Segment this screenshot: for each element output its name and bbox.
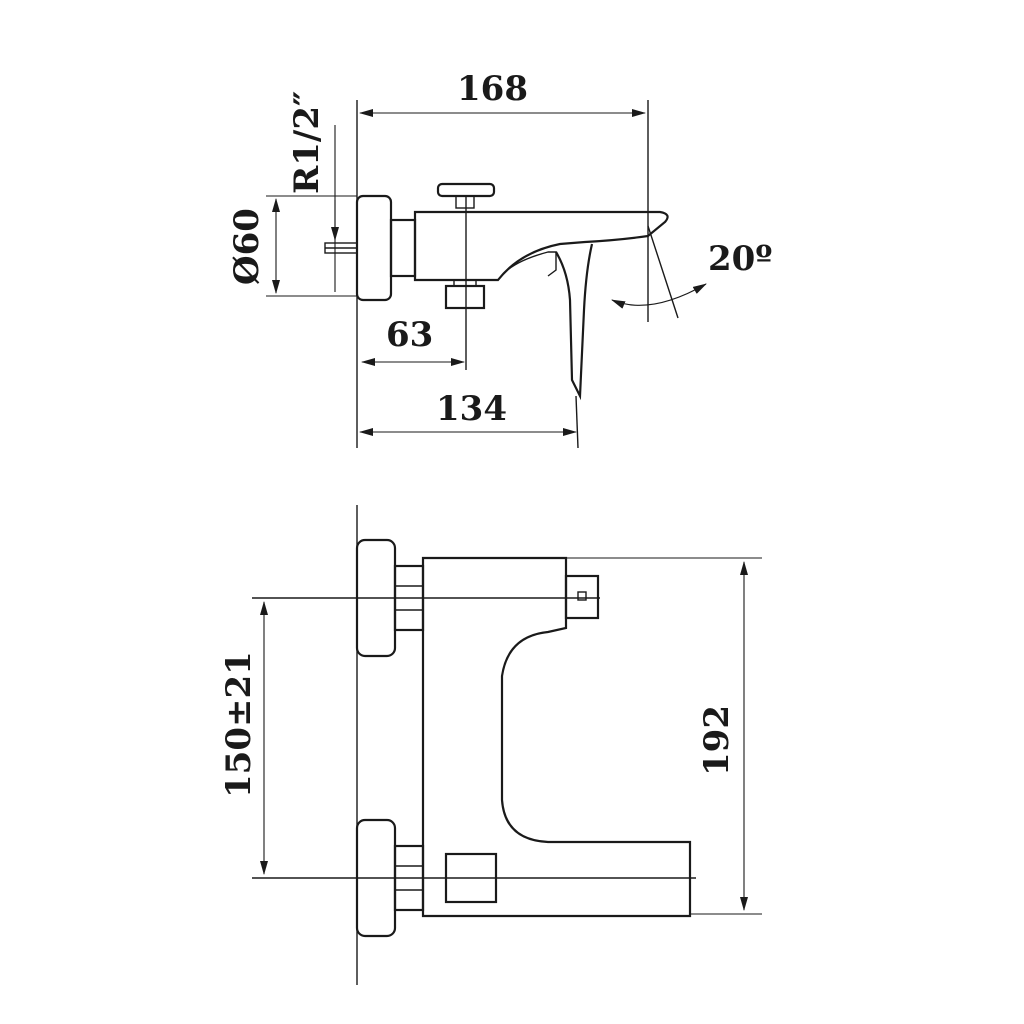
dim-label-thread: R1/2″ (287, 91, 327, 194)
dim-label-spout-offset: 134 (436, 389, 507, 429)
diverter-cap (436, 182, 496, 198)
connector-nut (389, 218, 417, 278)
bottom-nut (444, 284, 486, 310)
dim-label-angle: 20º (708, 239, 772, 279)
lever-handle (555, 243, 594, 401)
dim-label-centres: 150±21 (219, 651, 259, 798)
top-view: 150±21 192 (219, 505, 762, 985)
side-view: 168 R1/2″ Ø60 63 134 20º (227, 69, 772, 449)
dim-label-diameter: Ø60 (227, 208, 267, 285)
angle-arc (611, 283, 707, 309)
dim-label-overall: 168 (457, 69, 528, 109)
wall-rosette (355, 194, 393, 302)
side-knob-center (577, 591, 587, 601)
mixer-body-top (421, 556, 692, 918)
body-inner-line (497, 251, 557, 281)
lever-tip (575, 395, 579, 449)
dim-label-handle-offset: 63 (386, 315, 433, 355)
mixer-body (413, 210, 669, 282)
side-knob (564, 574, 600, 620)
diverter-stem (455, 195, 475, 209)
dim-label-width: 192 (697, 705, 737, 776)
